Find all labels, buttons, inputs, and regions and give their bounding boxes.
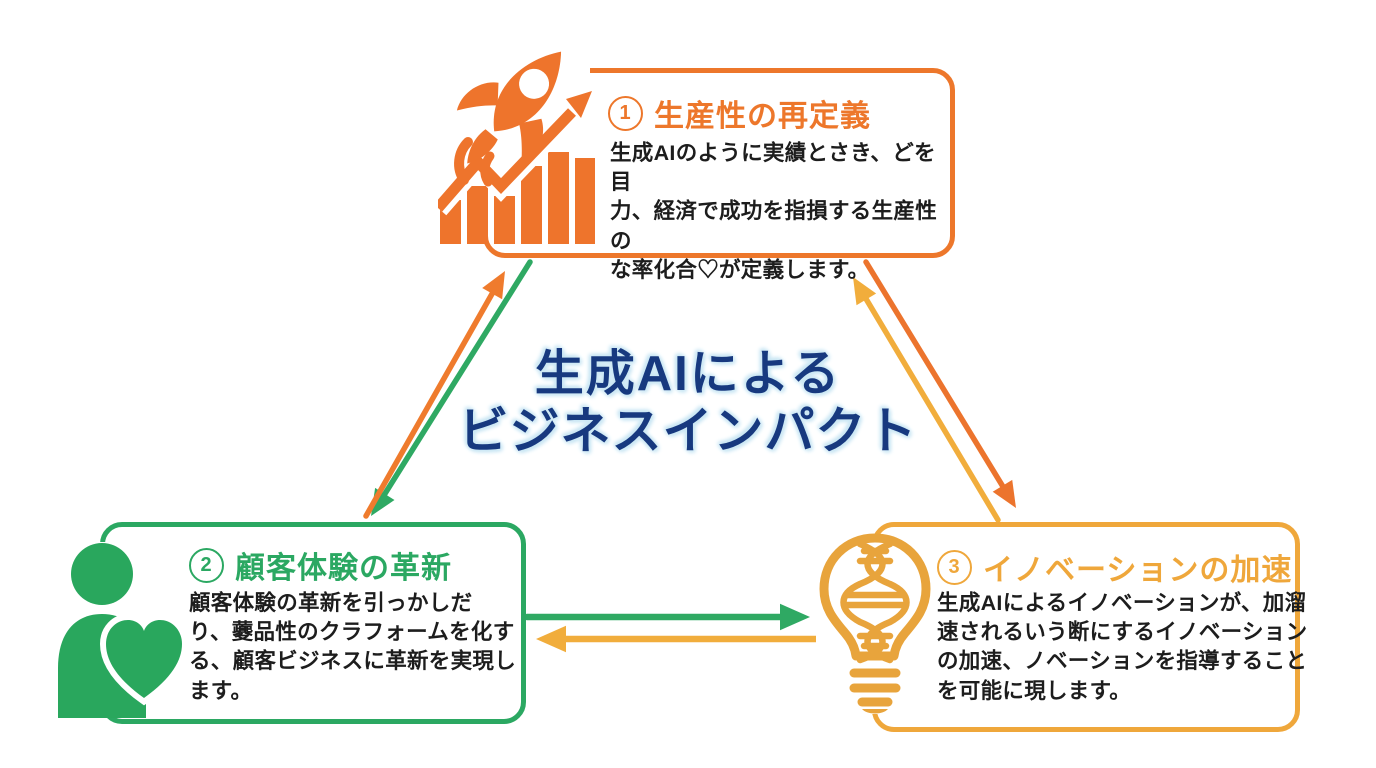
arrow-left-orange-up-head — [482, 271, 505, 300]
card-heading: 3 イノベーションの加速 — [937, 545, 1292, 589]
card-body: 生成AIのように実績とさき、どを目 力、経済で成功を指損する生産性の な率化合♡… — [610, 141, 938, 282]
card-heading: 2 顧客体験の革新 — [189, 543, 452, 587]
arrow-right-orange-down — [863, 259, 1009, 494]
card-heading: 1 生産性の再定義 — [608, 91, 871, 135]
arrow-bottom-green-right-head — [780, 603, 810, 631]
arrow-left-orange-up — [363, 285, 498, 519]
number-badge: 1 — [608, 95, 643, 131]
arrow-right-orange-down-head — [992, 479, 1016, 508]
title-line-2: ビジネスインパクト — [458, 403, 918, 459]
bulb-dna-icon — [816, 533, 934, 714]
arrow-left-green-down — [378, 259, 533, 502]
number-badge: 3 — [937, 549, 972, 585]
card-innovation: 3 イノベーションの加速 生成AIによるイノベーションが、加溜 速されるいう断に… — [872, 522, 1307, 732]
arrow-bottom-amber-left-head — [536, 625, 566, 653]
heading-label: 顧客体験の革新 — [235, 552, 452, 585]
center-title: 生成AIによる ビジネスインパクト — [378, 346, 998, 460]
heading-label: 生産性の再定義 — [654, 100, 871, 133]
card-body: 顧客体験の革新を引っかしだ り、虁品性のクラフォームを化す る、顧客ビジネスに革… — [189, 591, 517, 703]
card-body: 生成AIによるイノベーションが、加溜 速されるいう断にするイノベーション の加速… — [937, 591, 1308, 703]
arrow-right-amber-up — [860, 291, 1001, 523]
heading-label: イノベーションの加速 — [983, 554, 1293, 587]
number-badge: 2 — [189, 547, 224, 583]
customer-heart-icon — [58, 542, 188, 718]
rocket-growth-icon — [438, 51, 603, 244]
title-line-1: 生成AIによる — [534, 347, 842, 401]
arrow-right-amber-up-head — [853, 277, 877, 306]
